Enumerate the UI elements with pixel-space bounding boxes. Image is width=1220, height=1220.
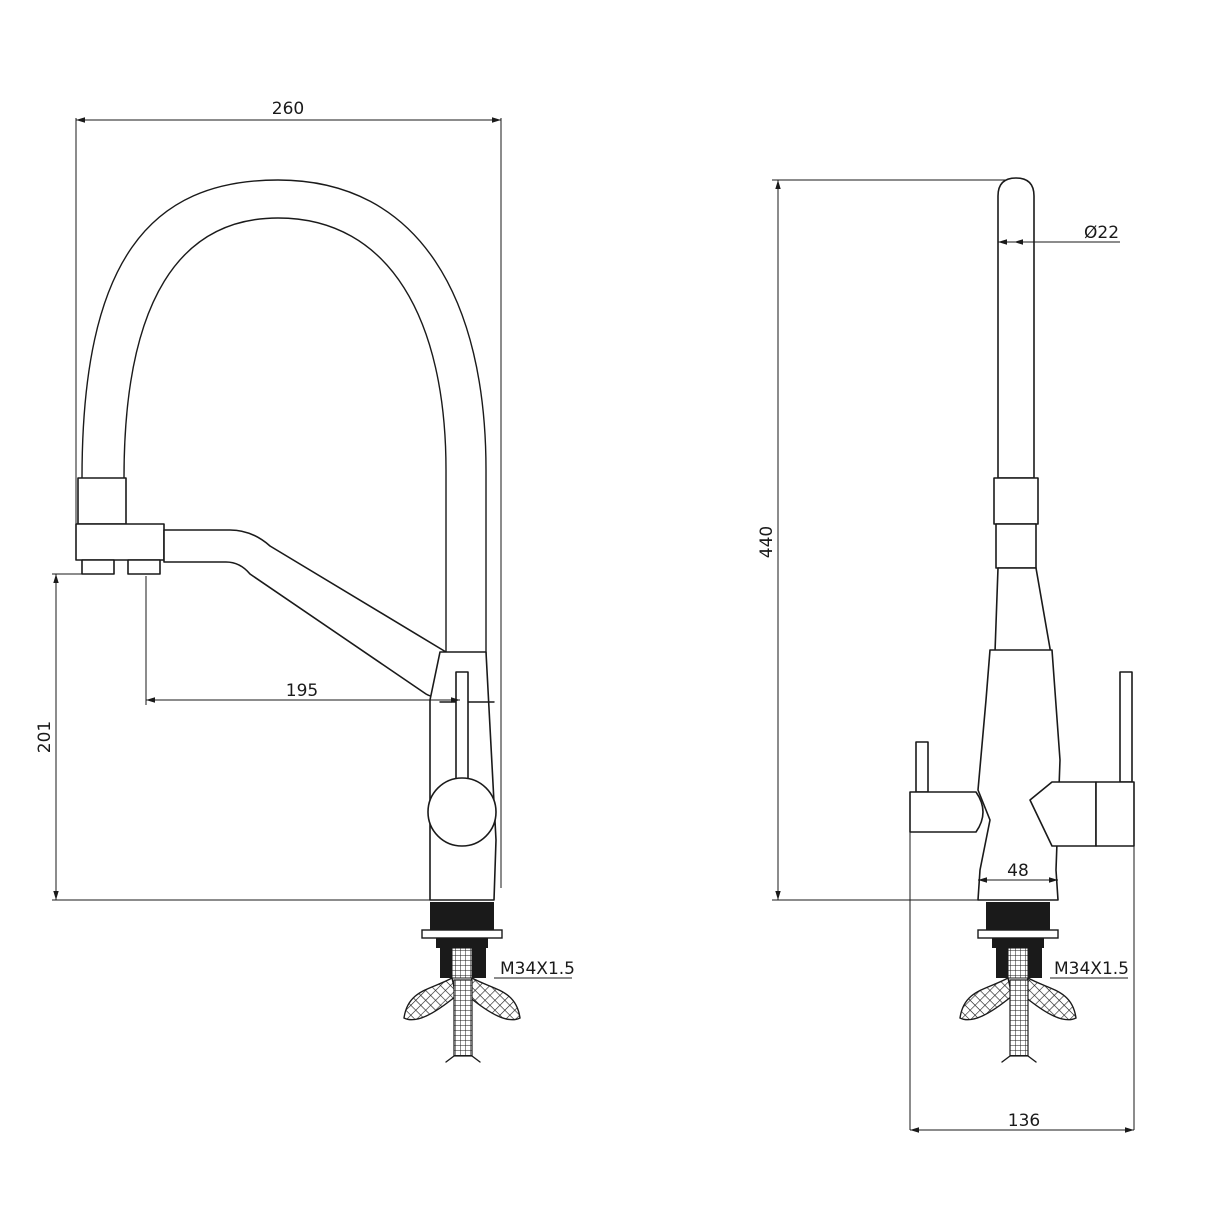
dimension-reach-195: 195 bbox=[145, 576, 460, 705]
mounting-assembly-side: M34X1.5 bbox=[959, 902, 1129, 1063]
thread-label-front: M34X1.5 bbox=[500, 959, 575, 979]
dimension-label-base-width: 136 bbox=[1008, 1111, 1040, 1131]
spout-tube bbox=[997, 177, 1035, 479]
supply-hose-left-side bbox=[959, 976, 1013, 1021]
supply-hose-right-side bbox=[1023, 976, 1077, 1021]
mixer-handle-side bbox=[1119, 671, 1133, 783]
mixer-cartridge-cap bbox=[427, 777, 497, 847]
dimension-base-width-136: 136 bbox=[910, 1111, 1134, 1133]
front-view: 260 195 201 bbox=[35, 99, 575, 1063]
dimension-body-diameter-48: 48 bbox=[978, 861, 1058, 883]
spout-collar bbox=[77, 477, 127, 525]
flexible-spout bbox=[81, 179, 487, 859]
thread-label-side: M34X1.5 bbox=[1054, 959, 1129, 979]
side-view: 440 Ø22 48 bbox=[757, 177, 1135, 1133]
filter-valve-housing bbox=[909, 791, 984, 833]
dimension-label-width: 260 bbox=[272, 99, 304, 119]
outlet-nozzle-left bbox=[81, 559, 115, 575]
dimension-height-440: 440 bbox=[757, 179, 1016, 901]
outlet-head-side bbox=[995, 523, 1037, 569]
supply-hose-center-side bbox=[1009, 979, 1029, 1057]
dimension-label-spout-height: 201 bbox=[35, 721, 55, 753]
dimension-label-body-diameter: 48 bbox=[1007, 861, 1029, 881]
outlet-head bbox=[75, 523, 165, 561]
filter-lever bbox=[915, 741, 929, 793]
supply-hose-right bbox=[467, 976, 521, 1021]
dimension-spout-diameter: Ø22 bbox=[998, 223, 1120, 245]
spout-collar-side bbox=[993, 477, 1039, 525]
mounting-assembly-front: M34X1.5 bbox=[403, 902, 575, 1063]
mixer-handle-cap bbox=[1095, 781, 1135, 847]
swivel-arm bbox=[163, 529, 447, 698]
outlet-nozzle-right bbox=[127, 559, 161, 575]
supply-hose-center bbox=[453, 979, 473, 1057]
lever-handle bbox=[455, 671, 469, 783]
dimension-label-height: 440 bbox=[757, 526, 777, 558]
supply-hose-left bbox=[403, 976, 457, 1021]
dimension-label-spout-diameter: Ø22 bbox=[1084, 223, 1119, 243]
dimension-height-201: 201 bbox=[35, 573, 430, 901]
dimension-label-reach: 195 bbox=[286, 681, 318, 701]
faucet-body-side bbox=[977, 649, 1061, 901]
dimension-width-260: 260 bbox=[75, 99, 502, 888]
